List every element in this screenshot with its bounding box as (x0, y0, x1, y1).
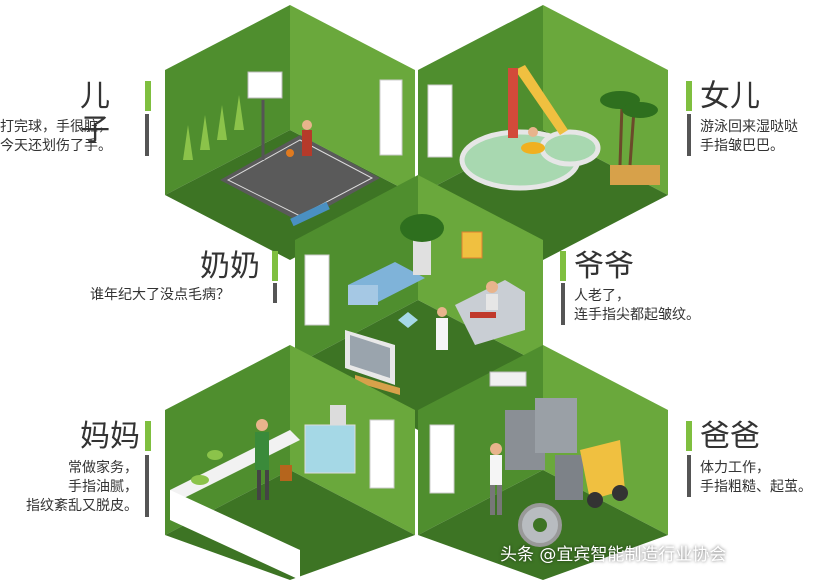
grandpa-line-1: 人老了， (574, 288, 630, 304)
dad-title: 爸爸 (700, 419, 760, 454)
potted-plant (400, 214, 444, 242)
grandma-description: 谁年纪大了没点毛病？ (90, 286, 230, 305)
wall-picture (461, 231, 483, 259)
grandma-title: 奶奶 (200, 249, 260, 284)
planter (610, 165, 660, 185)
shelf (304, 424, 356, 474)
grandpa-label: 爷爷 (574, 250, 634, 284)
mom-label: 妈妈 (80, 420, 140, 454)
daughter-line-2: 手指皱巴巴。 (700, 138, 784, 154)
daughter-label: 女儿 (700, 80, 760, 114)
daughter-accent-bar (686, 81, 692, 111)
door (379, 79, 403, 156)
grandpa-divider (561, 283, 565, 325)
coffee-machine (330, 405, 346, 425)
door (304, 254, 330, 326)
boy-figure (302, 130, 312, 156)
son-divider (145, 114, 149, 156)
dad-figure (490, 455, 502, 485)
dad-label: 爸爸 (700, 420, 760, 454)
son-line-2: 今天还划伤了手。 (0, 138, 112, 154)
son-title: 儿子 (80, 79, 110, 148)
dad-description: 体力工作， 手指粗糙、起茧。 (700, 459, 812, 497)
son-line-1: 打完球，手很脏， (0, 119, 112, 135)
grandpa-description: 人老了， 连手指尖都起皱纹。 (574, 287, 700, 325)
grandpa-line-2: 连手指尖都起皱纹。 (574, 307, 700, 323)
grandma-figure (436, 318, 448, 350)
room-son (165, 5, 415, 260)
grandpa-accent-bar (560, 251, 566, 281)
basketball-hoop (247, 71, 283, 99)
room-dad (418, 345, 668, 580)
mom-line-3: 指纹紊乱又脱皮。 (26, 498, 138, 514)
mom-figure (255, 432, 269, 470)
mom-title: 妈妈 (80, 419, 140, 454)
daughter-title: 女儿 (700, 79, 760, 114)
grandpa-title: 爷爷 (574, 249, 634, 284)
dad-line-1: 体力工作， (700, 460, 770, 476)
mom-accent-bar (145, 421, 151, 451)
forklift (580, 440, 625, 500)
son-accent-bar (145, 81, 151, 111)
mom-line-1: 常做家务， (68, 460, 138, 476)
daughter-description: 游泳回来湿哒哒 手指皱巴巴。 (700, 118, 798, 156)
mom-description: 常做家务， 手指油腻， 指纹紊乱又脱皮。 (0, 459, 138, 516)
dad-accent-bar (686, 421, 692, 451)
son-description: 打完球，手很脏， 今天还划伤了手。 (0, 118, 112, 156)
water-slide (515, 65, 568, 135)
door (429, 424, 455, 494)
dad-line-2: 手指粗糙、起茧。 (700, 479, 812, 495)
door (369, 419, 395, 489)
grandma-accent-bar (272, 251, 278, 281)
daughter-divider (687, 114, 691, 156)
grandma-line-1: 谁年纪大了没点毛病？ (90, 287, 230, 303)
mom-line-2: 手指油腻， (68, 479, 138, 495)
dad-divider (687, 455, 691, 497)
grandpa-figure (486, 281, 498, 293)
room-daughter (418, 5, 668, 260)
door (427, 84, 453, 158)
mom-divider (145, 455, 149, 517)
basketball-court (220, 135, 380, 222)
grandma-label: 奶奶 (200, 250, 260, 284)
girl-figure (528, 127, 538, 137)
side-table (398, 312, 418, 328)
daughter-line-1: 游泳回来湿哒哒 (700, 119, 798, 135)
watermark: 头条 @宜宾智能制造行业协会 (500, 545, 727, 565)
skateboard (290, 201, 330, 227)
air-conditioner (489, 371, 527, 387)
room-mom (165, 345, 415, 580)
grandma-divider (273, 283, 277, 303)
